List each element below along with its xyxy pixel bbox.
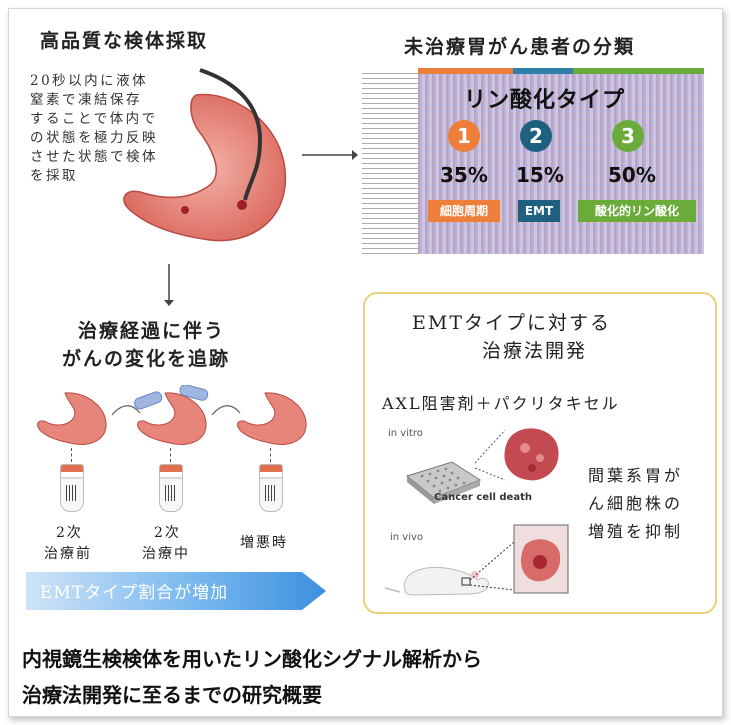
type-1-percent: 35%: [440, 163, 488, 187]
tracking-title-line1: 治療経過に伴う: [78, 320, 226, 342]
therapy-title-line1: EMTタイプに対する: [412, 312, 611, 334]
sample-tube-3: [259, 464, 283, 512]
type-3-circle: 3: [612, 120, 644, 152]
arrow-right: [302, 150, 358, 160]
endoscope-shape: [199, 68, 263, 201]
footer-line-2: 治療法開発に至るまでの研究概要: [22, 683, 322, 707]
treatment-stomachs: [37, 385, 307, 445]
cell-death-label: Cancer cell death: [434, 492, 532, 503]
in-vitro-label: in vitro: [388, 428, 423, 439]
well-plate-illustration: [405, 461, 482, 504]
stage-2-arrow: [170, 448, 171, 462]
tracking-title-line2: がんの変化を追跡: [62, 348, 231, 370]
drug-combination: AXL阻害剤＋パクリタキセル: [382, 394, 620, 413]
type-2-label: EMT: [518, 200, 560, 222]
cell-death-illustration: [474, 428, 559, 481]
stage-3-label: 増悪時: [240, 535, 288, 551]
heatmap-bar-1: [418, 68, 513, 74]
therapy-title-line2: 治療法開発: [482, 340, 588, 362]
mouse-tumor-illustration: [384, 524, 569, 596]
stomach-endoscope-illustration: [123, 68, 287, 242]
emt-increase-text: EMTタイプ割合が増加: [40, 583, 229, 603]
result-line-1: 間葉系胃が: [588, 466, 684, 485]
footer-line-1: 内視鏡生検検体を用いたリン酸化シグナル解析から: [22, 647, 482, 671]
arrow-down: [164, 264, 174, 306]
type-2-circle: 2: [520, 120, 552, 152]
in-vivo-label: in vivo: [390, 532, 424, 543]
dendrogram: [362, 72, 420, 254]
stomach-1: [37, 392, 107, 445]
stomach-2: [134, 385, 209, 445]
stomach-shape: [123, 93, 287, 242]
heatmap-bar-3: [573, 68, 704, 74]
emt-increase-banner: [26, 572, 326, 610]
sample-tube-1: [60, 464, 84, 512]
result-line-2: ん細胞株の: [588, 494, 684, 513]
sampling-title: 高品質な検体採取: [40, 30, 209, 52]
stage-2-line1: 2次: [154, 525, 181, 541]
stage-1-arrow: [71, 448, 72, 462]
type-3-percent: 50%: [608, 163, 656, 187]
stage-3-arrow: [270, 448, 271, 462]
stage-1-line1: 2次: [56, 525, 83, 541]
result-line-3: 増殖を抑制: [588, 522, 684, 541]
stage-2-line2: 治療中: [142, 546, 190, 562]
sample-tube-2: [159, 464, 183, 512]
sampling-description: 20秒以内に液体 窒素で凍結保存 することで体内で の状態を極力反映 させた状態…: [30, 73, 158, 184]
type-3-label: 酸化的リン酸化: [578, 200, 696, 222]
stomach-3: [237, 392, 307, 445]
stage-1-line2: 治療前: [44, 546, 92, 562]
type-1-label: 細胞周期: [428, 200, 500, 222]
heatmap-bar-2: [513, 68, 573, 74]
phospho-type-title: リン酸化タイプ: [464, 88, 626, 113]
classification-title: 未治療胃がん患者の分類: [404, 36, 636, 58]
type-1-circle: 1: [448, 120, 480, 152]
heatmap-background: [418, 68, 704, 254]
type-2-percent: 15%: [516, 163, 564, 187]
